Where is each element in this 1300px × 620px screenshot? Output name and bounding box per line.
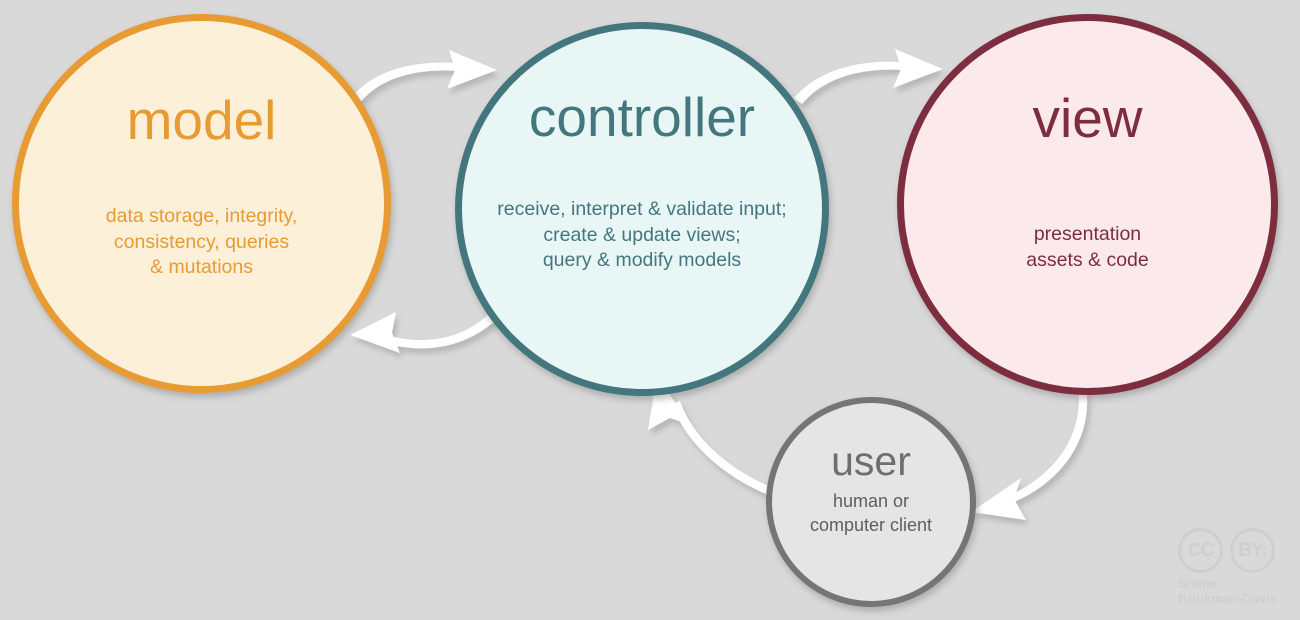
cc-icon: CC — [1178, 528, 1223, 573]
attribution-text: Shane Brinkman-Davis — [1178, 576, 1277, 606]
node-model-title: model — [126, 89, 277, 151]
arrow-model-to-controller — [352, 50, 497, 103]
node-user-title: user — [831, 438, 911, 484]
node-view-title: view — [1032, 87, 1143, 149]
creative-commons-badge: CC BY: Shane Brinkman-Davis — [1178, 528, 1288, 608]
by-icon: BY: — [1230, 528, 1275, 573]
node-controller[interactable]: controller receive, interpret & validate… — [455, 22, 829, 396]
node-model[interactable]: model data storage, integrity, consisten… — [12, 14, 391, 393]
node-user[interactable]: user human or computer client — [766, 397, 976, 607]
arrow-controller-to-view — [794, 49, 943, 104]
node-user-description: human or computer client — [809, 491, 933, 535]
node-controller-description: receive, interpret & validate input; cre… — [497, 198, 787, 272]
node-controller-title: controller — [528, 86, 756, 148]
license-marks: CC BY: — [1178, 528, 1288, 573]
node-view-description: presentation assets & code — [1026, 223, 1149, 271]
arrow-view-to-user — [971, 386, 1088, 520]
arrow-controller-to-model — [350, 312, 498, 353]
node-model-description: data storage, integrity, consistency, qu… — [105, 205, 298, 279]
node-view[interactable]: view presentation assets & code — [897, 14, 1278, 395]
